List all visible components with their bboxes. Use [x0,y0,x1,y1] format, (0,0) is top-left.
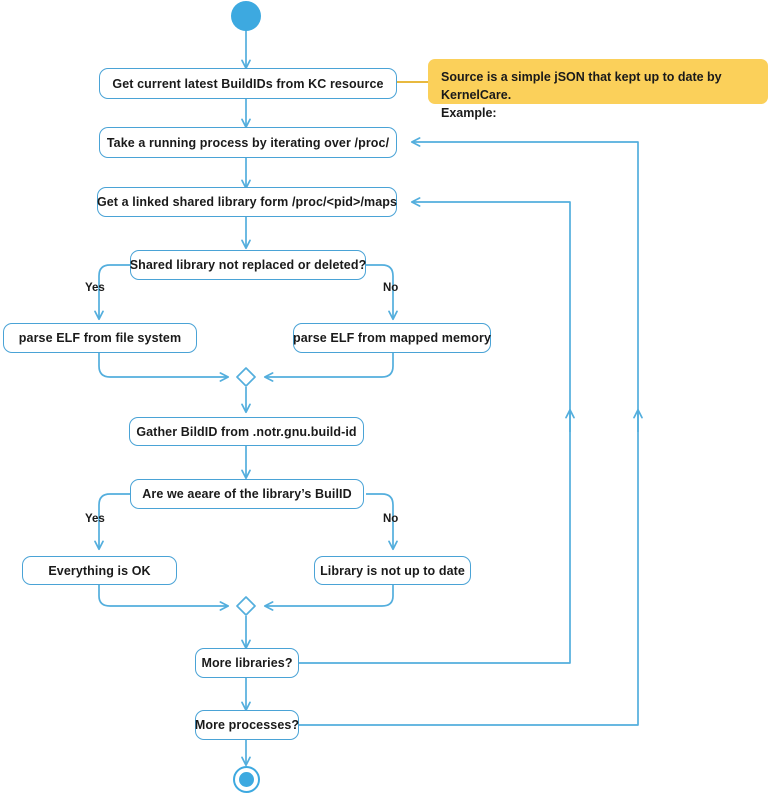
node-take-process[interactable]: Take a running process by iterating over… [99,127,397,158]
node-label: Are we aeare of the library’s BuilID [142,487,352,501]
node-label: Everything is OK [48,563,151,578]
node-more-libraries[interactable]: More libraries? [195,648,299,678]
node-label: Get current latest BuildIDs from KC reso… [112,76,384,91]
node-more-processes[interactable]: More processes? [195,710,299,740]
node-label: parse ELF from mapped memory [293,331,491,345]
node-gather-buildid[interactable]: Gather BildID from .notr.gnu.build-id [129,417,364,446]
node-label: parse ELF from file system [18,331,182,345]
edge-label-no-shared-library: No [383,282,399,294]
node-label: More processes? [194,718,300,732]
end-node [233,766,260,793]
node-label: Take a running process by iterating over… [106,135,390,150]
edge-label-yes-shared-library: Yes [85,282,105,294]
note-kernelcare-source: Source is a simple jSON that kept up to … [428,59,768,120]
node-library-not-up-to-date[interactable]: Library is not up to date [314,556,471,585]
node-label: Get a linked shared library form /proc/<… [96,195,398,209]
node-label: Shared library not replaced or deleted? [129,258,367,272]
node-get-maps[interactable]: Get a linked shared library form /proc/<… [97,187,397,217]
edge-label-no-buildid: No [383,513,399,525]
start-node [231,1,261,31]
note-line-2: Example: [441,106,497,121]
node-aware-of-buildid[interactable]: Are we aeare of the library’s BuilID [130,479,364,509]
node-label: Gather BildID from .notr.gnu.build-id [136,424,357,439]
edge-label-yes-buildid: Yes [85,513,105,525]
node-parse-elf-mapped-memory[interactable]: parse ELF from mapped memory [293,323,491,353]
note-line-1: Source is a simple jSON that kept up to … [441,70,722,103]
node-shared-library-not-replaced[interactable]: Shared library not replaced or deleted? [130,250,366,280]
node-everything-is-ok[interactable]: Everything is OK [22,556,177,585]
node-label: More libraries? [201,656,293,670]
node-label: Library is not up to date [320,563,465,578]
node-parse-elf-file-system[interactable]: parse ELF from file system [3,323,197,353]
node-get-buildids[interactable]: Get current latest BuildIDs from KC reso… [99,68,397,99]
